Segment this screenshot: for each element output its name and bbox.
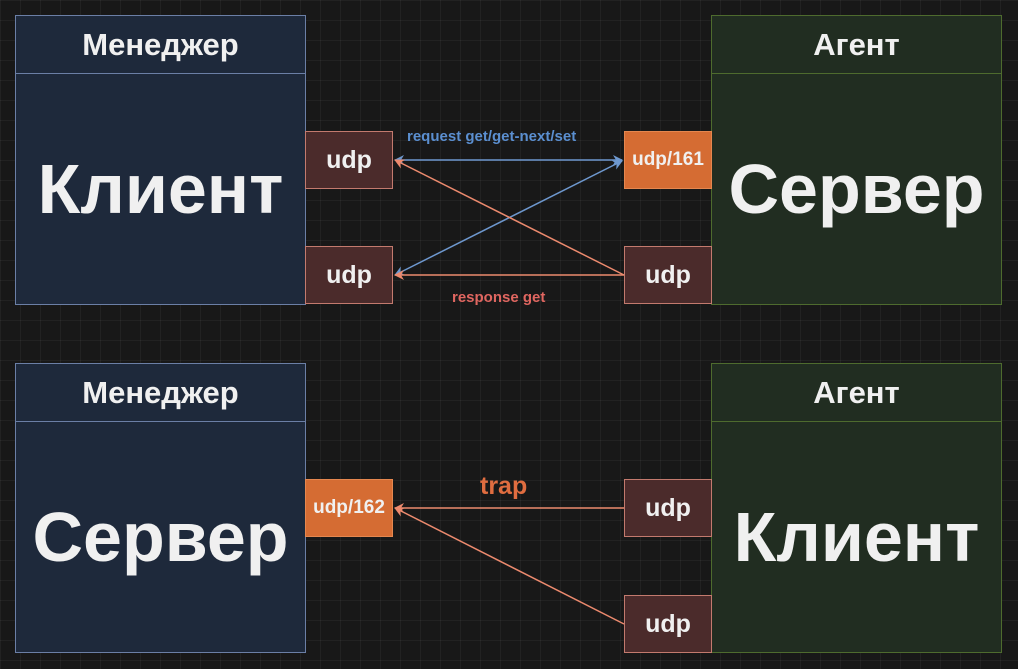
response-label: response get	[452, 289, 546, 306]
bottom-agent-header: Агент	[712, 364, 1001, 422]
response-arrow-diagonal	[394, 159, 625, 276]
top-agent-udp-161-port: udp/161	[624, 131, 712, 189]
bottom-agent-udp-port-2: udp	[624, 595, 712, 653]
bottom-manager-header: Менеджер	[16, 364, 305, 422]
top-agent-panel: Агент Сервер	[711, 15, 1002, 305]
trap-label: trap	[480, 472, 528, 500]
request-arrow-diagonal	[394, 160, 623, 276]
bottom-manager-panel: Менеджер Сервер	[15, 363, 306, 653]
top-manager-role: Клиент	[37, 150, 284, 228]
trap-arrow-2	[394, 507, 625, 625]
bottom-manager-udp-162-port: udp/162	[305, 479, 393, 537]
top-manager-header: Менеджер	[16, 16, 305, 74]
top-manager-udp-port-2: udp	[305, 246, 393, 304]
bottom-agent-role: Клиент	[733, 498, 980, 576]
bottom-agent-panel: Агент Клиент	[711, 363, 1002, 653]
bottom-manager-role: Сервер	[32, 498, 289, 576]
request-label: request get/get-next/set	[407, 128, 577, 145]
bottom-agent-udp-port-1: udp	[624, 479, 712, 537]
top-agent-role: Сервер	[728, 150, 985, 228]
top-agent-header: Агент	[712, 16, 1001, 74]
top-agent-udp-port: udp	[624, 246, 712, 304]
top-manager-udp-port-1: udp	[305, 131, 393, 189]
top-manager-panel: Менеджер Клиент	[15, 15, 306, 305]
